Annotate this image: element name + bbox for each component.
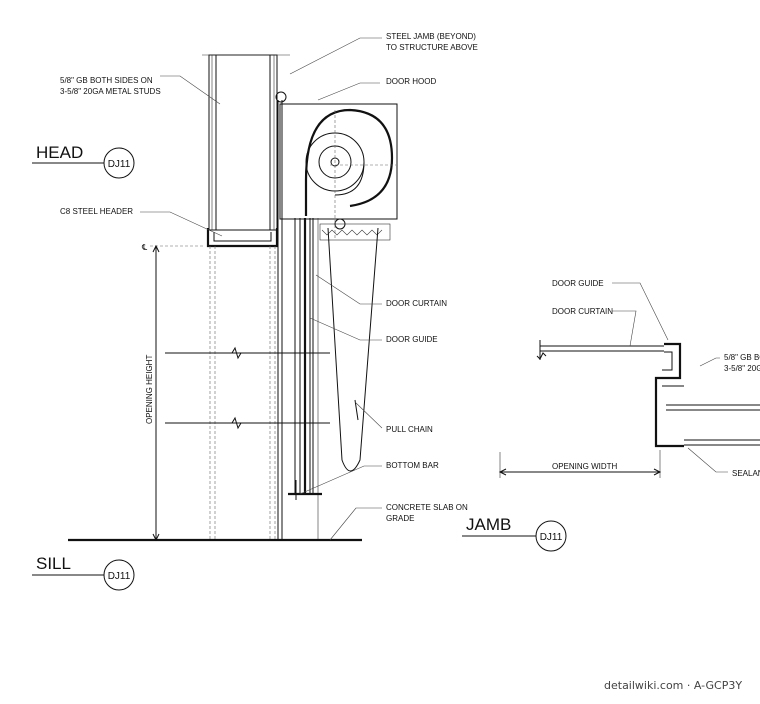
sill-title: SILL bbox=[36, 554, 71, 573]
note-steel-jamb-1: STEEL JAMB (BEYOND) bbox=[386, 32, 476, 41]
note-jamb-gb-2: 3-5/8" 20G bbox=[724, 364, 760, 373]
jamb-title: JAMB bbox=[466, 515, 511, 534]
door-hood bbox=[279, 103, 398, 241]
section-head-sill: OPENING HEIGHT ℄ bbox=[68, 54, 398, 542]
note-jamb-door-guide: DOOR GUIDE bbox=[552, 279, 604, 288]
note-jamb-door-curtain: DOOR CURTAIN bbox=[552, 307, 613, 316]
note-gb-2: 3-5/8" 20GA METAL STUDS bbox=[60, 87, 161, 96]
sill-tag-bubble bbox=[103, 559, 135, 591]
wall-below bbox=[165, 246, 330, 540]
note-gb-1: 5/8" GB BOTH SIDES ON bbox=[60, 76, 153, 85]
door-guide bbox=[294, 218, 311, 494]
centerline-mark: ℄ bbox=[141, 243, 148, 252]
jamb-door-guide bbox=[654, 342, 684, 448]
note-door-hood: DOOR HOOD bbox=[386, 77, 436, 86]
note-steel-jamb-2: TO STRUCTURE ABOVE bbox=[386, 43, 478, 52]
jamb-tag: DJ11 bbox=[540, 532, 563, 543]
steel-jamb bbox=[275, 91, 287, 540]
wall-above bbox=[202, 54, 290, 231]
head-view-title: HEAD DJ11 bbox=[32, 143, 135, 179]
leaders-head bbox=[140, 37, 383, 541]
note-slab-2: GRADE bbox=[386, 514, 414, 523]
sill-tag: DJ11 bbox=[108, 571, 131, 582]
note-jamb-gb-1: 5/8" GB BO bbox=[724, 353, 760, 362]
head-tag: DJ11 bbox=[108, 159, 131, 170]
note-sealant: SEALAN bbox=[732, 469, 760, 478]
note-door-guide: DOOR GUIDE bbox=[386, 335, 438, 344]
note-bottom-bar: BOTTOM BAR bbox=[386, 461, 439, 470]
door-curtain bbox=[312, 218, 319, 540]
c8-steel-header bbox=[206, 228, 279, 248]
opening-height-label: OPENING HEIGHT bbox=[145, 355, 154, 424]
jamb-view-title: JAMB DJ11 bbox=[462, 515, 567, 552]
note-opening-width: OPENING WIDTH bbox=[552, 462, 618, 471]
pull-chain bbox=[327, 227, 379, 472]
leaders-jamb bbox=[612, 282, 728, 473]
section-jamb bbox=[498, 340, 760, 478]
jamb-tag-bubble bbox=[535, 520, 567, 552]
head-tag-bubble bbox=[103, 147, 135, 179]
opening-height-dimension: OPENING HEIGHT ℄ bbox=[141, 243, 205, 542]
head-title: HEAD bbox=[36, 143, 83, 162]
note-slab-1: CONCRETE SLAB ON bbox=[386, 503, 468, 512]
note-pull-chain: PULL CHAIN bbox=[386, 425, 433, 434]
watermark: detailwiki.com · A-GCP3Y bbox=[604, 679, 742, 692]
sill-view-title: SILL DJ11 bbox=[32, 554, 135, 591]
note-door-curtain: DOOR CURTAIN bbox=[386, 299, 447, 308]
note-c8-header: C8 STEEL HEADER bbox=[60, 207, 133, 216]
